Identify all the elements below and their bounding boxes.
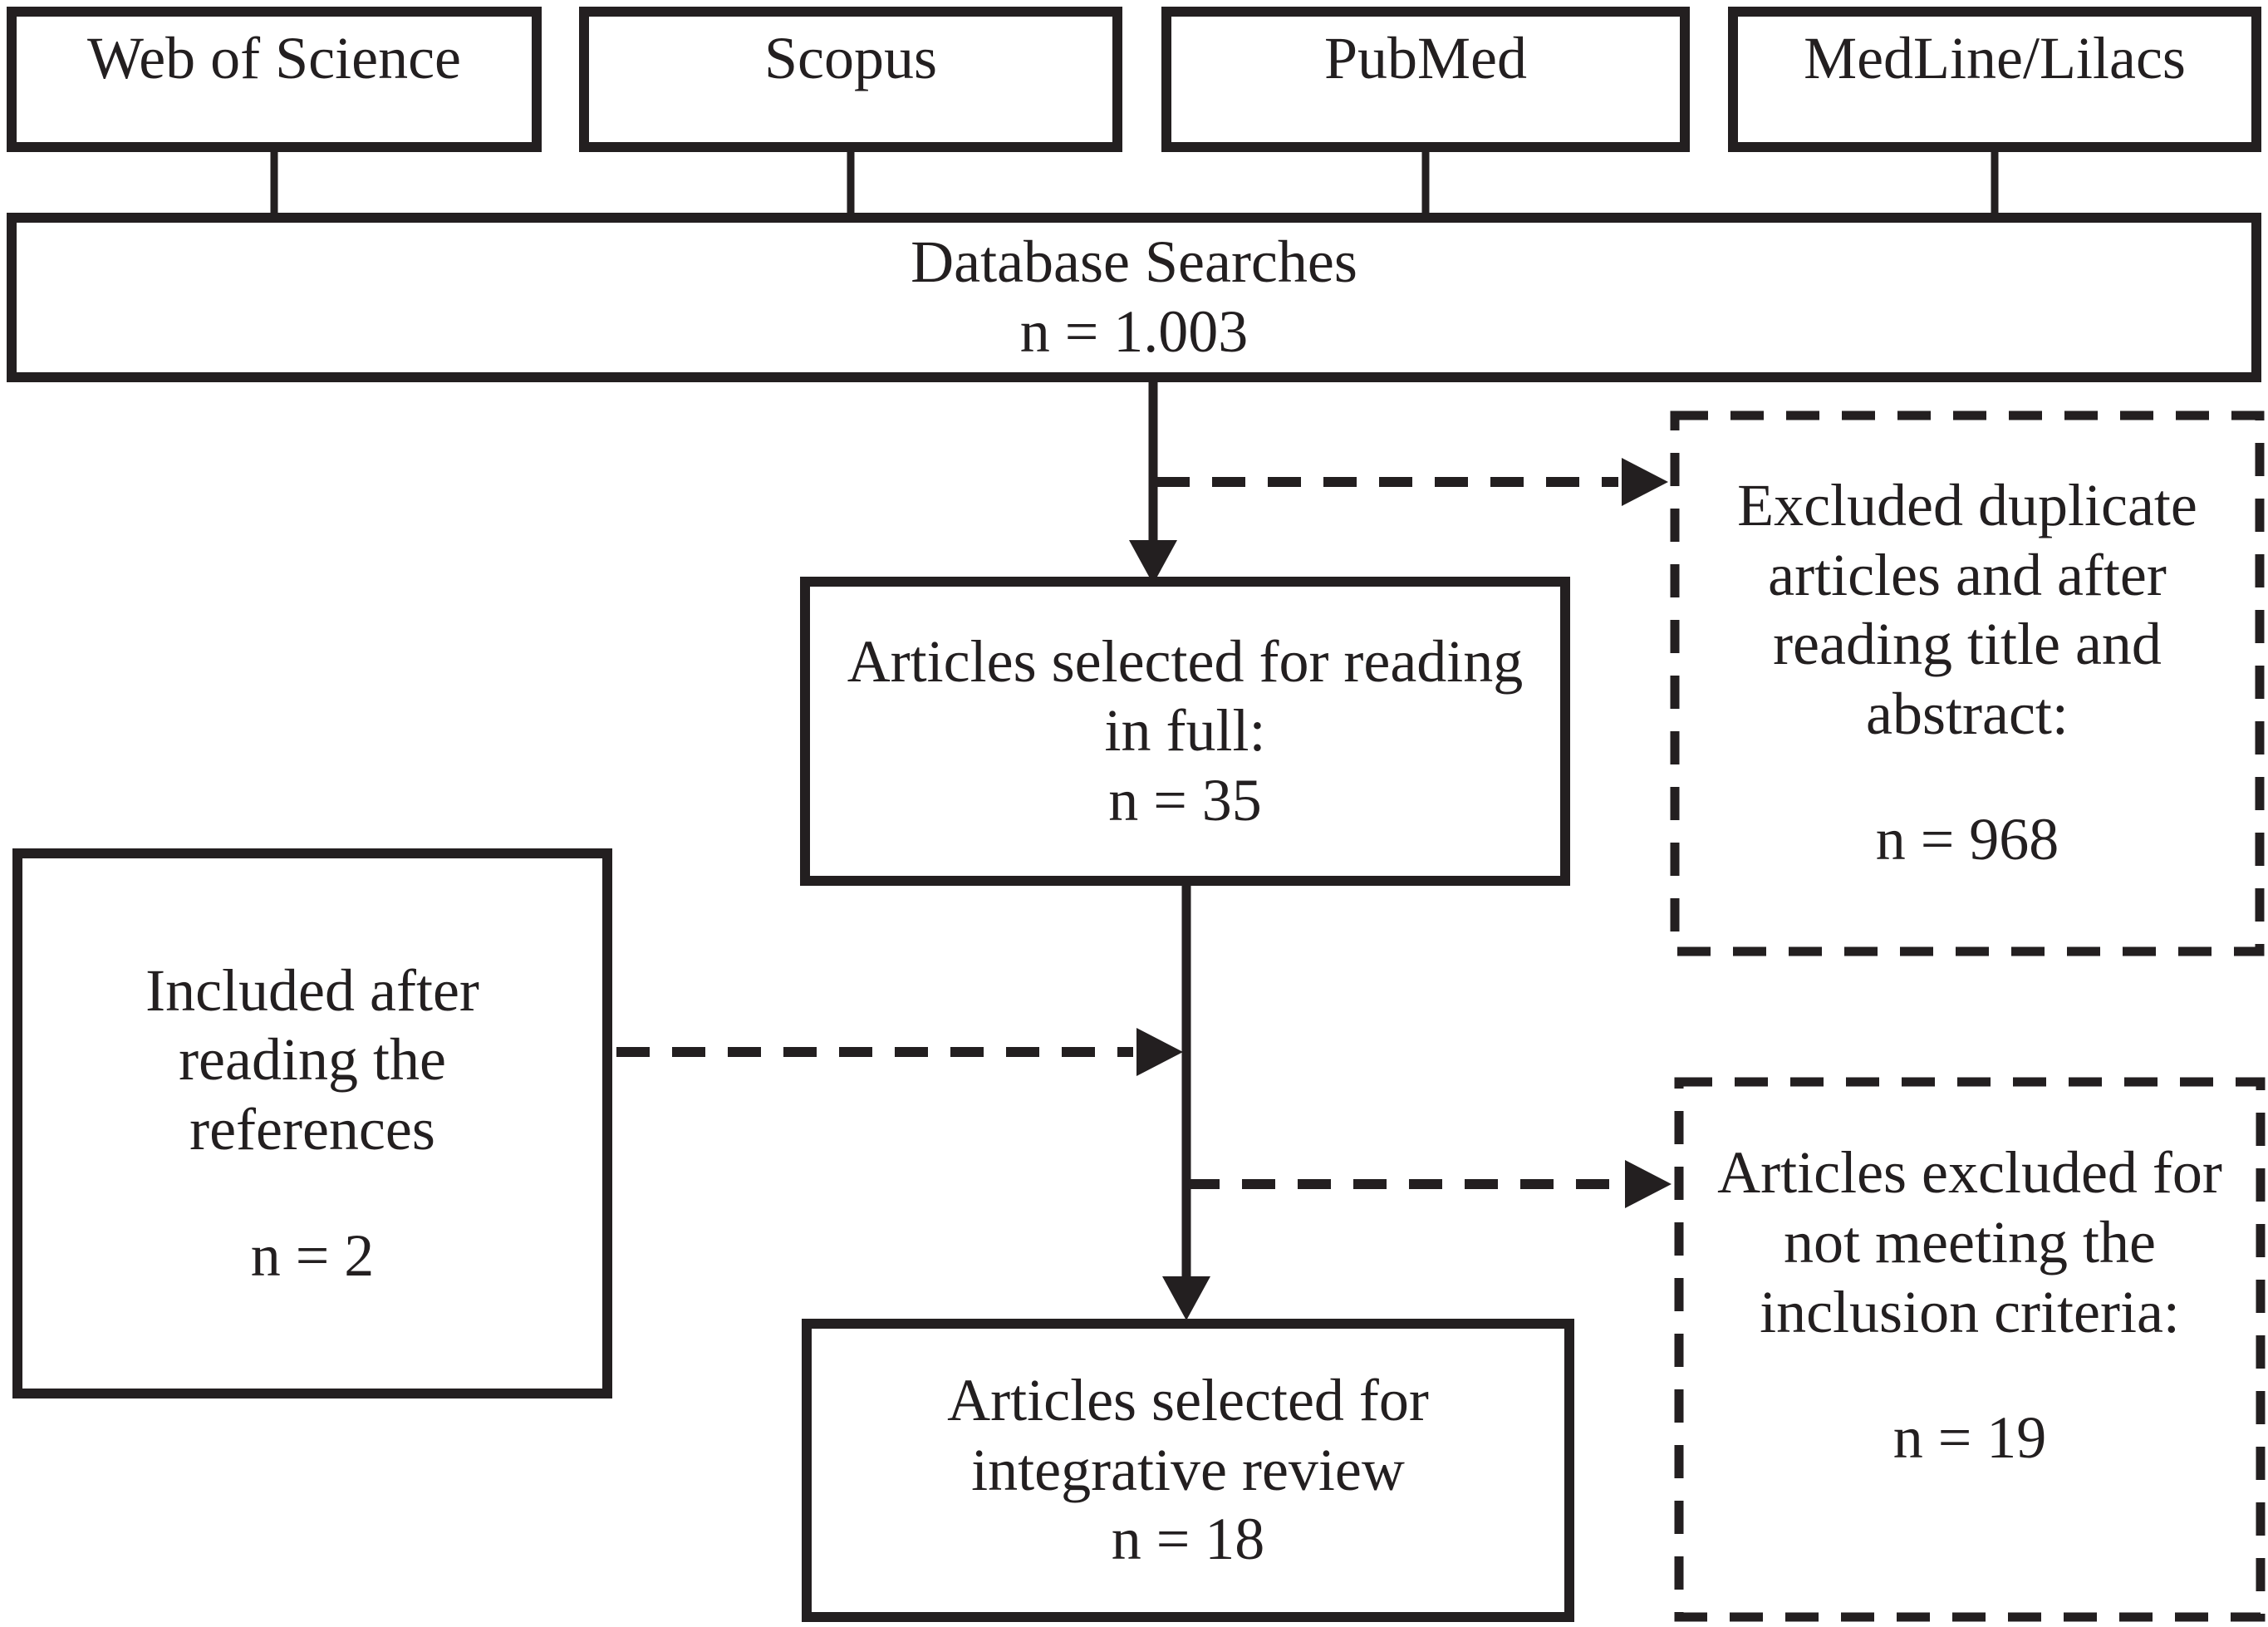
source-box-medline-lilacs: MedLine/Lilacs: [1728, 7, 2261, 152]
excluded-duplicates-title: Excluded duplicate articles and after re…: [1737, 472, 2197, 747]
source-label: Scopus: [763, 24, 938, 91]
included-references-count: n = 2: [250, 1221, 375, 1289]
excluded-criteria-dashed-border: [1674, 1077, 2266, 1622]
source-box-web-of-science: Web of Science: [7, 7, 542, 152]
arrowhead-down-to-integrative: [1162, 1276, 1210, 1320]
integrative-review-title: Articles selected for integrative review: [947, 1367, 1429, 1503]
excluded-criteria-box: Articles excluded for not meeting the in…: [1679, 1082, 2261, 1617]
database-searches-box: Database Searches n = 1.003: [7, 213, 2261, 382]
arrowhead-right-to-excluded-duplicates: [1622, 458, 1668, 506]
integrative-review-count: n = 18: [1111, 1506, 1265, 1573]
integrative-review-box: Articles selected for integrative review…: [802, 1319, 1574, 1622]
source-label: MedLine/Lilacs: [1804, 24, 2186, 91]
arrowhead-right-from-included-references: [1136, 1028, 1183, 1076]
excluded-criteria-title: Articles excluded for not meeting the in…: [1717, 1139, 2222, 1345]
selected-full-reading-title: Articles selected for reading in full:: [847, 627, 1524, 764]
arrowhead-right-to-excluded-criteria: [1625, 1160, 1672, 1208]
source-label: Web of Science: [87, 24, 461, 91]
database-searches-title: Database Searches: [911, 229, 1357, 296]
source-box-scopus: Scopus: [579, 7, 1122, 152]
source-label: PubMed: [1323, 24, 1528, 91]
excluded-duplicates-count: n = 968: [1875, 806, 2059, 873]
arrowhead-down-to-full-reading: [1129, 540, 1177, 584]
included-references-box: Included after reading the references n …: [12, 848, 612, 1398]
excluded-duplicates-dashed-border: [1670, 410, 2265, 956]
selected-full-reading-box: Articles selected for reading in full: n…: [800, 577, 1570, 886]
excluded-criteria-count: n = 19: [1892, 1404, 2047, 1472]
included-references-title: Included after reading the references: [145, 956, 479, 1162]
excluded-duplicates-box: Excluded duplicate articles and after re…: [1675, 415, 2260, 951]
database-searches-count: n = 1.003: [1019, 298, 1249, 365]
selected-full-reading-count: n = 35: [1108, 766, 1262, 833]
source-box-pubmed: PubMed: [1161, 7, 1690, 152]
